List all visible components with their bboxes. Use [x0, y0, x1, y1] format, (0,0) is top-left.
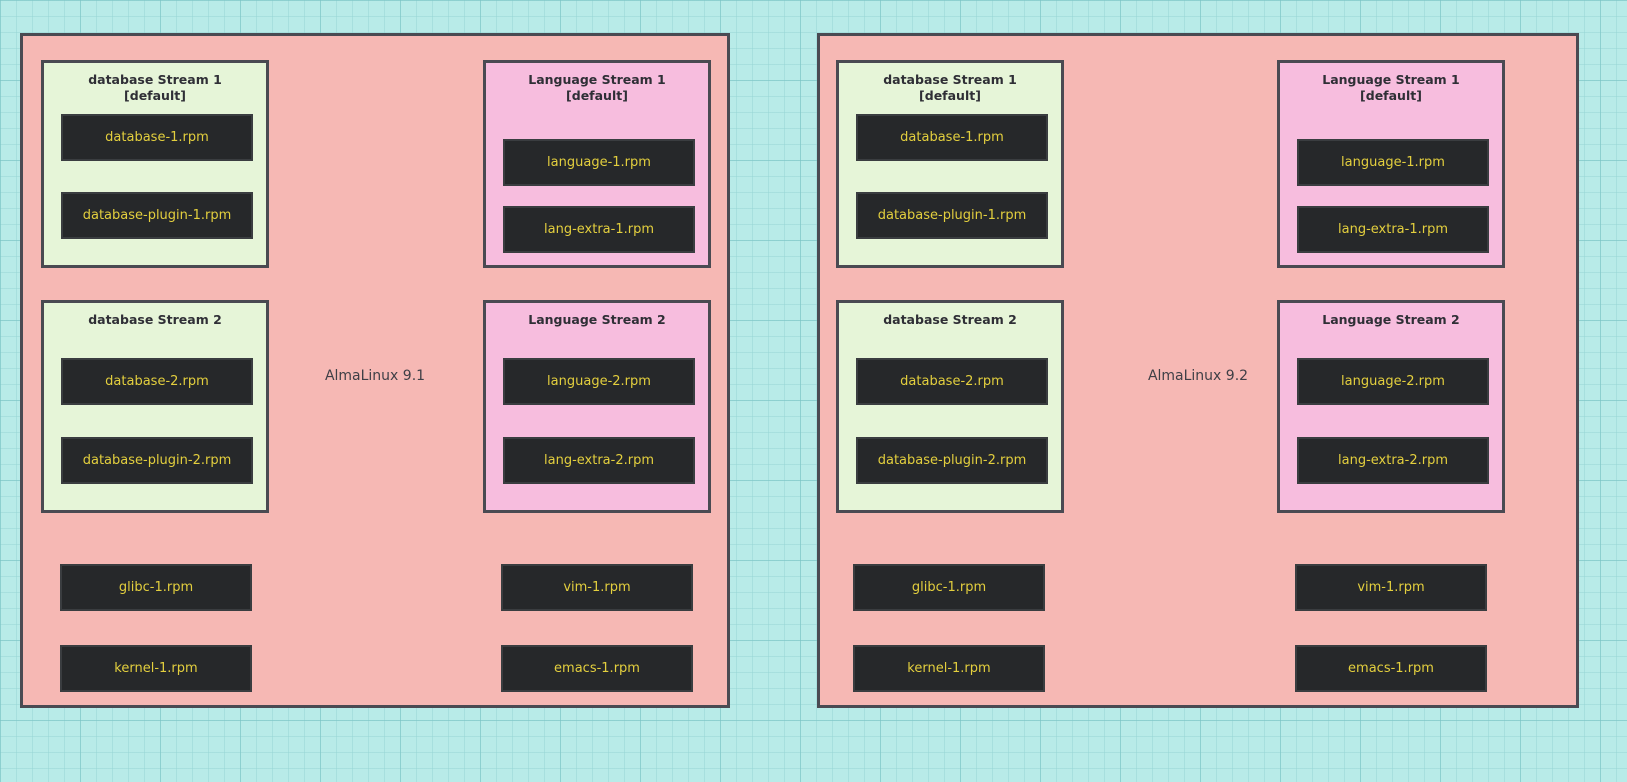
stream-title: Language Stream 1: [528, 72, 666, 87]
stream-title: database Stream 2: [88, 312, 222, 327]
rpm-package-box[interactable]: database-1.rpm: [61, 114, 253, 161]
stream-box-database-stream-2[interactable]: database Stream 2 database-2.rpm databas…: [41, 300, 269, 513]
stream-title: Language Stream 1: [1322, 72, 1460, 87]
rpm-package-box-base[interactable]: vim-1.rpm: [501, 564, 693, 611]
stream-subtitle: [default]: [919, 88, 981, 103]
rpm-package-box[interactable]: lang-extra-1.rpm: [1297, 206, 1489, 253]
rpm-package-box-base[interactable]: kernel-1.rpm: [853, 645, 1045, 692]
stream-box-language-stream-2[interactable]: Language Stream 2 language-2.rpm lang-ex…: [1277, 300, 1505, 513]
stream-title: database Stream 2: [883, 312, 1017, 327]
rpm-package-box[interactable]: database-2.rpm: [856, 358, 1048, 405]
rpm-package-box[interactable]: lang-extra-1.rpm: [503, 206, 695, 253]
rpm-package-box[interactable]: database-plugin-2.rpm: [61, 437, 253, 484]
stream-title: Language Stream 2: [528, 312, 666, 327]
rpm-package-box[interactable]: language-1.rpm: [503, 139, 695, 186]
rpm-package-box[interactable]: database-2.rpm: [61, 358, 253, 405]
stream-title: Language Stream 2: [1322, 312, 1460, 327]
stream-box-database-stream-1[interactable]: database Stream 1 [default] database-1.r…: [836, 60, 1064, 268]
rpm-package-box[interactable]: language-2.rpm: [503, 358, 695, 405]
rpm-package-box[interactable]: language-1.rpm: [1297, 139, 1489, 186]
rpm-package-box[interactable]: database-1.rpm: [856, 114, 1048, 161]
stream-box-database-stream-2[interactable]: database Stream 2 database-2.rpm databas…: [836, 300, 1064, 513]
os-panel-label: AlmaLinux 9.1: [324, 368, 426, 384]
stream-box-language-stream-1[interactable]: Language Stream 1 [default] language-1.r…: [1277, 60, 1505, 268]
rpm-package-box[interactable]: database-plugin-2.rpm: [856, 437, 1048, 484]
rpm-package-box[interactable]: language-2.rpm: [1297, 358, 1489, 405]
rpm-package-box-base[interactable]: kernel-1.rpm: [60, 645, 252, 692]
rpm-package-box-base[interactable]: emacs-1.rpm: [501, 645, 693, 692]
rpm-package-box-base[interactable]: glibc-1.rpm: [60, 564, 252, 611]
stream-box-language-stream-2[interactable]: Language Stream 2 language-2.rpm lang-ex…: [483, 300, 711, 513]
os-panel-almalinux-92: AlmaLinux 9.2 database Stream 1 [default…: [817, 33, 1579, 708]
stream-subtitle: [default]: [124, 88, 186, 103]
os-panel-almalinux-91: AlmaLinux 9.1 database Stream 1 [default…: [20, 33, 730, 708]
rpm-package-box[interactable]: lang-extra-2.rpm: [503, 437, 695, 484]
rpm-package-box[interactable]: database-plugin-1.rpm: [61, 192, 253, 239]
stream-title: database Stream 1: [88, 72, 222, 87]
rpm-package-box[interactable]: lang-extra-2.rpm: [1297, 437, 1489, 484]
rpm-package-box-base[interactable]: vim-1.rpm: [1295, 564, 1487, 611]
stream-box-database-stream-1[interactable]: database Stream 1 [default] database-1.r…: [41, 60, 269, 268]
stream-box-language-stream-1[interactable]: Language Stream 1 [default] language-1.r…: [483, 60, 711, 268]
os-panel-label: AlmaLinux 9.2: [1147, 368, 1249, 384]
rpm-package-box-base[interactable]: glibc-1.rpm: [853, 564, 1045, 611]
stream-title: database Stream 1: [883, 72, 1017, 87]
stream-subtitle: [default]: [1360, 88, 1422, 103]
stream-subtitle: [default]: [566, 88, 628, 103]
rpm-package-box[interactable]: database-plugin-1.rpm: [856, 192, 1048, 239]
rpm-package-box-base[interactable]: emacs-1.rpm: [1295, 645, 1487, 692]
